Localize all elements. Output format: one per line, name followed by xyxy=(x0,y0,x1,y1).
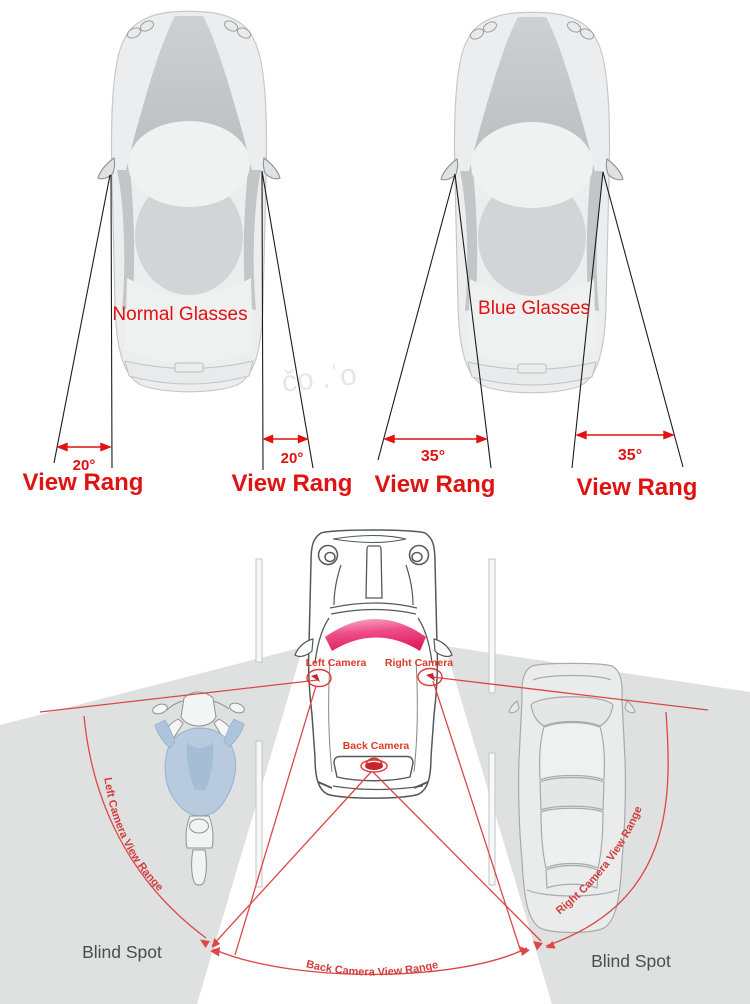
svg-text:Right Camera: Right Camera xyxy=(385,657,453,669)
svg-text:35°: 35° xyxy=(618,447,642,464)
svg-text:View Rang: View Rang xyxy=(577,474,698,501)
svg-text:čo .ˈo: čo .ˈo xyxy=(280,358,358,399)
svg-text:View Rang: View Rang xyxy=(375,471,496,498)
svg-text:20°: 20° xyxy=(281,450,304,467)
svg-text:35°: 35° xyxy=(421,448,445,465)
svg-text:View Rang: View Rang xyxy=(23,469,144,496)
svg-text:Back Camera: Back Camera xyxy=(343,740,410,752)
svg-text:Left Camera: Left Camera xyxy=(306,657,367,669)
svg-text:View Rang: View Rang xyxy=(232,470,353,497)
svg-text:Blind Spot: Blind Spot xyxy=(591,951,671,971)
svg-text:20°: 20° xyxy=(73,457,96,474)
svg-text:Normal Glasses: Normal Glasses xyxy=(112,304,247,325)
svg-text:Blind Spot: Blind Spot xyxy=(82,942,162,962)
svg-text:Blue Glasses: Blue Glasses xyxy=(478,298,590,319)
